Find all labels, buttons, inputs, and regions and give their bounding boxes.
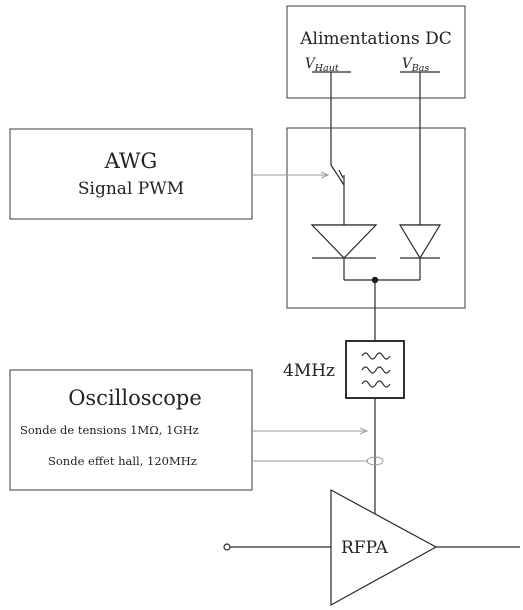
dc-supply-title: Alimentations DC (299, 29, 451, 49)
switch-contact (338, 169, 344, 179)
v-low-label: VBas (402, 56, 429, 74)
filter-wave-top (361, 352, 391, 360)
rfpa-block: RFPA (223, 488, 520, 607)
awg-title: AWG (104, 149, 158, 173)
diode-high (310, 224, 378, 280)
diode-low (398, 224, 442, 280)
probe-current-label: Sonde effet hall, 120MHz (48, 454, 197, 468)
awg-block: AWG Signal PWM (9, 128, 328, 220)
dc-supply-box (286, 5, 466, 99)
rf-input-terminal (223, 543, 231, 551)
filter-box (345, 340, 405, 399)
probe-voltage-label: Sonde de tensions 1MΩ, 1GHz (20, 423, 199, 437)
filter-wave-mid (361, 366, 391, 374)
switch-blade (330, 164, 345, 186)
filter-wave-bottom (361, 380, 391, 388)
oscilloscope-block: Oscilloscope Sonde de tensions 1MΩ, 1GHz… (9, 369, 384, 491)
oscilloscope-box (9, 369, 253, 491)
awg-box (9, 128, 253, 220)
switch-symbol (330, 164, 345, 225)
hall-probe-ring (366, 456, 384, 466)
diode-low-triangle (398, 224, 442, 260)
filter-block: 4MHz (283, 340, 405, 399)
rfpa-label: RFPA (341, 538, 388, 558)
dc-supply-block: Alimentations DC VHaut VBas (286, 5, 466, 99)
oscilloscope-title: Oscilloscope (68, 386, 202, 410)
v-high-label: VHaut (305, 56, 339, 74)
switch-module (286, 72, 466, 309)
diode-high-triangle (310, 224, 378, 259)
filter-label: 4MHz (283, 361, 335, 381)
awg-subtitle: Signal PWM (78, 179, 184, 199)
